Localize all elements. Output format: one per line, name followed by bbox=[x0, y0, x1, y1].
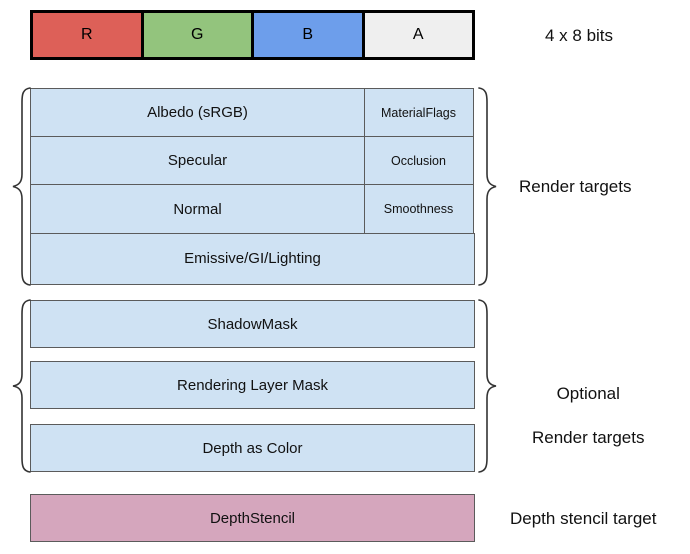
channel-cell-a: A bbox=[364, 13, 472, 57]
render-target-row: Normal Smoothness bbox=[30, 184, 475, 234]
render-target-specular: Specular bbox=[30, 135, 365, 186]
optional-render-target-depth-as-color-label: Depth as Color bbox=[202, 439, 303, 457]
render-target-occlusion-label: Occlusion bbox=[391, 153, 446, 168]
render-target-emissive-label: Emissive/GI/Lighting bbox=[184, 250, 321, 268]
render-target-smoothness: Smoothness bbox=[363, 184, 474, 234]
label-render-targets: Render targets bbox=[519, 177, 632, 196]
channel-label-g: G bbox=[191, 26, 204, 43]
label-optional-line1: Optional bbox=[556, 384, 620, 404]
depth-stencil-target: DepthStencil bbox=[30, 494, 475, 542]
render-target-normal-label: Normal bbox=[173, 200, 222, 218]
rgba-channel-bar: R G B A bbox=[30, 10, 475, 60]
left-brace-optional-render-targets bbox=[10, 298, 32, 474]
render-target-specular-label: Specular bbox=[167, 152, 228, 169]
label-optional-line2: Render targets bbox=[532, 428, 645, 448]
optional-render-target-shadowmask: ShadowMask bbox=[30, 300, 475, 348]
render-target-row: Specular Occlusion bbox=[30, 135, 475, 186]
render-target-albedo: Albedo (sRGB) bbox=[30, 88, 365, 137]
label-bit-depth: 4 x 8 bits bbox=[545, 26, 614, 45]
channel-cell-r: R bbox=[33, 13, 144, 57]
optional-render-target-rendering-layer-mask: Rendering Layer Mask bbox=[30, 361, 475, 409]
channel-label-r: R bbox=[80, 26, 93, 43]
label-optional-render-targets: Optional Render targets bbox=[532, 361, 644, 471]
render-target-normal: Normal bbox=[30, 184, 365, 234]
label-depth-stencil-target: Depth stencil target bbox=[510, 509, 657, 528]
channel-label-a: A bbox=[412, 26, 424, 43]
right-brace-render-targets bbox=[477, 86, 499, 287]
render-target-smoothness-label: Smoothness bbox=[383, 202, 454, 216]
right-brace-optional-render-targets bbox=[477, 298, 499, 474]
channel-cell-b: B bbox=[254, 13, 365, 57]
left-brace-render-targets bbox=[10, 86, 32, 287]
render-target-materialflags: MaterialFlags bbox=[363, 88, 474, 137]
depth-stencil-target-label: DepthStencil bbox=[209, 509, 296, 527]
optional-render-target-rendering-layer-mask-label: Rendering Layer Mask bbox=[177, 376, 328, 394]
channel-label-b: B bbox=[302, 26, 314, 43]
render-target-materialflags-label: MaterialFlags bbox=[380, 105, 457, 120]
render-target-emissive: Emissive/GI/Lighting bbox=[30, 232, 475, 285]
render-target-row: Emissive/GI/Lighting bbox=[30, 232, 475, 285]
channel-cell-g: G bbox=[143, 13, 254, 57]
render-target-occlusion: Occlusion bbox=[363, 135, 474, 186]
render-target-row: Albedo (sRGB) MaterialFlags bbox=[30, 88, 475, 137]
render-target-albedo-label: Albedo (sRGB) bbox=[147, 104, 248, 121]
optional-render-target-shadowmask-label: ShadowMask bbox=[207, 315, 298, 333]
render-targets-group: Albedo (sRGB) MaterialFlags Specular Occ… bbox=[30, 88, 475, 285]
optional-render-target-depth-as-color: Depth as Color bbox=[30, 424, 475, 472]
